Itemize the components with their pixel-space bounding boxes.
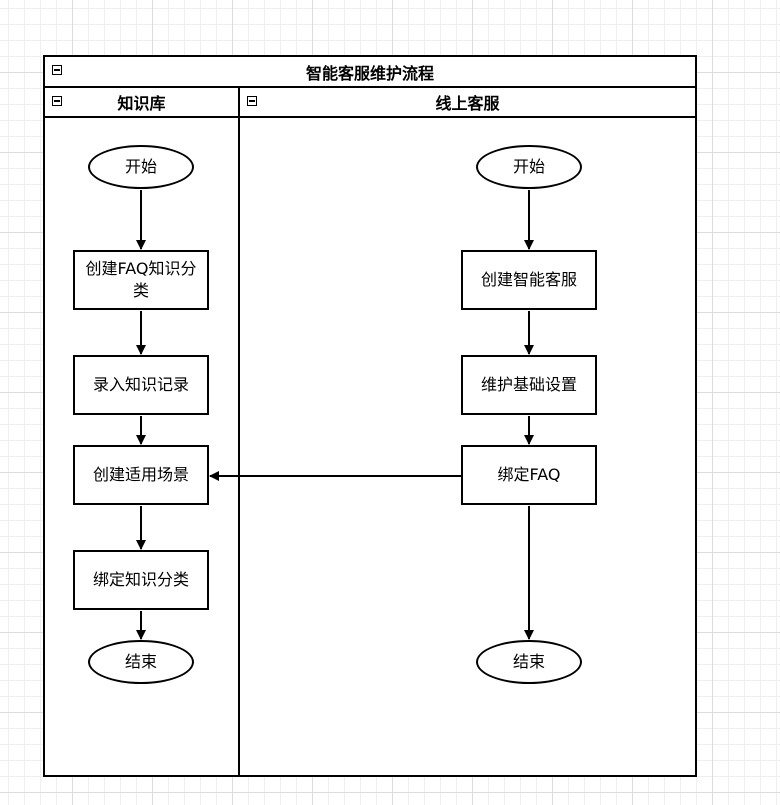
lane-title-knowledge: 知识库: [117, 94, 166, 113]
lane-header-service: 线上客服: [240, 88, 695, 118]
create-scene-node[interactable]: 创建适用场景: [73, 445, 209, 505]
pool-title: 智能客服维护流程: [305, 63, 434, 83]
service-end-node[interactable]: 结束: [476, 640, 582, 684]
service-start-node[interactable]: 开始: [476, 145, 582, 189]
knowledge-end-node[interactable]: 结束: [88, 640, 194, 684]
lane-title-service: 线上客服: [435, 94, 500, 113]
bind-faq-node[interactable]: 绑定FAQ: [461, 445, 597, 505]
collapse-lane-service-icon[interactable]: [247, 96, 257, 106]
collapse-pool-icon[interactable]: [52, 65, 62, 75]
knowledge-start-node[interactable]: 开始: [88, 145, 194, 189]
lane-header-knowledge: 知识库: [45, 88, 238, 118]
pool-header: 智能客服维护流程: [45, 57, 695, 88]
maintain-basic-settings-node[interactable]: 维护基础设置: [461, 355, 597, 415]
enter-knowledge-record-node[interactable]: 录入知识记录: [73, 355, 209, 415]
bind-knowledge-category-node[interactable]: 绑定知识分类: [73, 550, 209, 610]
lane-divider: [238, 88, 240, 775]
create-smart-service-node[interactable]: 创建智能客服: [461, 250, 597, 310]
create-faq-category-node[interactable]: 创建FAQ知识分类: [73, 250, 209, 310]
collapse-lane-knowledge-icon[interactable]: [52, 96, 62, 106]
